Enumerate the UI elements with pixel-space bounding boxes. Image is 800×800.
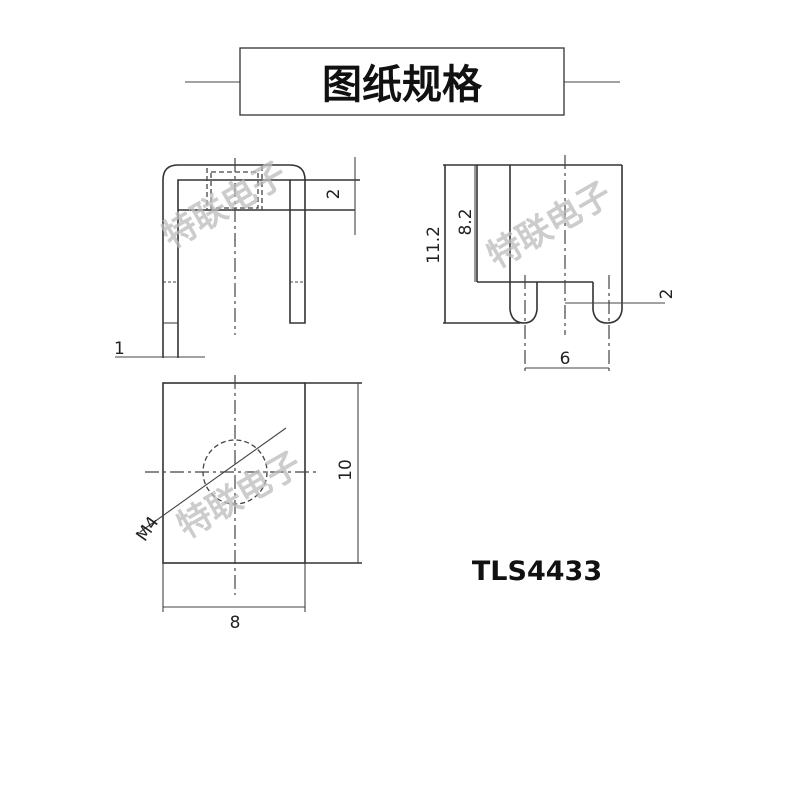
dim-thickness: 1 (114, 339, 125, 359)
page-title: 图纸规格 (322, 62, 483, 108)
model-number: TLS4433 (472, 556, 602, 587)
dim-total-height: 11.2 (424, 226, 444, 264)
title-block: 图纸规格 (185, 47, 620, 116)
thread-label: M4 (132, 513, 163, 545)
dim-slot-width: 2 (657, 289, 677, 300)
front-view: 1 2 (114, 157, 360, 359)
watermark: 特联电子 (156, 154, 294, 257)
side-view: 6 2 11.2 8.2 (424, 155, 677, 372)
dim-top-plate: 2 (324, 189, 344, 200)
dim-height: 10 (336, 459, 356, 481)
dim-inner-height: 8.2 (456, 208, 476, 235)
dim-width: 8 (230, 613, 241, 633)
dim-slot-pitch: 6 (560, 349, 571, 369)
watermark: 特联电子 (481, 174, 619, 277)
